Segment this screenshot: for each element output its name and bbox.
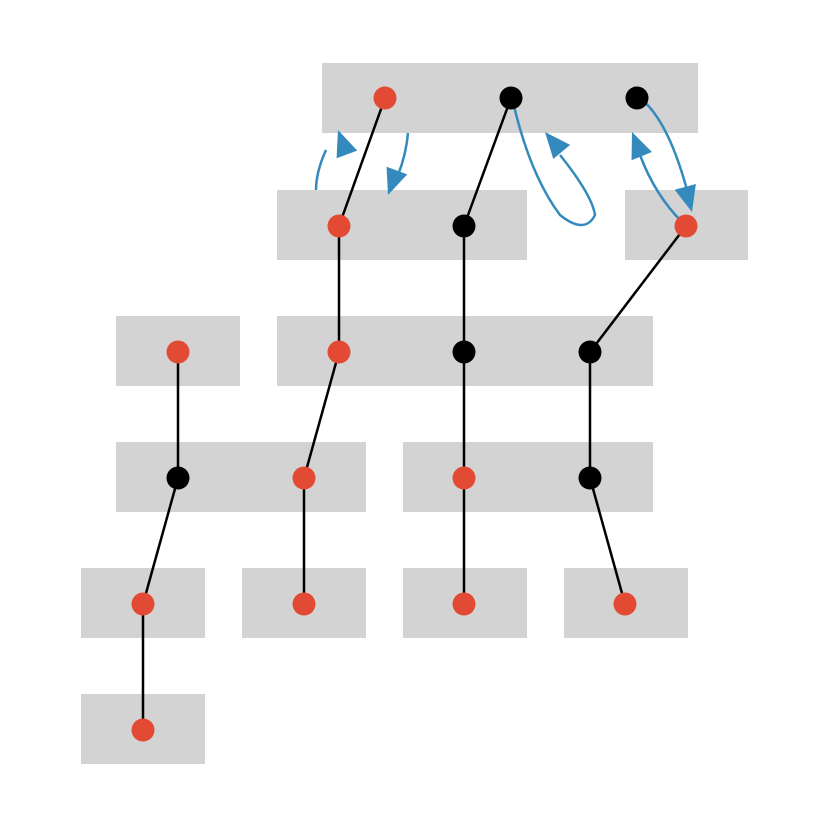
node-d3 bbox=[578, 466, 602, 490]
node-e2 bbox=[452, 592, 476, 616]
arrow-layer bbox=[314, 97, 696, 227]
node-d2 bbox=[452, 466, 476, 490]
node-a1 bbox=[499, 86, 523, 110]
node-e0 bbox=[131, 592, 155, 616]
node-a0 bbox=[373, 86, 397, 110]
node-c3 bbox=[578, 340, 602, 364]
node-c0 bbox=[166, 340, 190, 364]
group-box bbox=[116, 442, 366, 512]
node-c2 bbox=[452, 340, 476, 364]
edge-d3-e3 bbox=[588, 477, 627, 605]
node-b2 bbox=[674, 214, 698, 238]
box-layer bbox=[81, 63, 748, 764]
edge-d0-e0 bbox=[141, 477, 180, 605]
node-layer bbox=[131, 86, 698, 742]
edge-c1-d1 bbox=[302, 351, 341, 479]
self-loop-arrow-head-icon bbox=[545, 132, 571, 159]
group-box bbox=[277, 190, 527, 260]
node-e3 bbox=[613, 592, 637, 616]
arrow-up-right bbox=[638, 154, 683, 223]
arrow-up-right-head-icon bbox=[631, 132, 652, 161]
arrow-up-left bbox=[314, 149, 328, 191]
node-d1 bbox=[292, 466, 316, 490]
group-box bbox=[403, 442, 653, 512]
node-a2 bbox=[625, 86, 649, 110]
edge-a0-b0 bbox=[337, 97, 387, 227]
self-loop-arrow bbox=[511, 101, 597, 227]
arrow-down-right-head-icon bbox=[674, 184, 696, 212]
edge-a1-b1 bbox=[462, 97, 513, 227]
arrow-down-left bbox=[396, 132, 410, 176]
arrow-down-left-head-icon bbox=[386, 166, 408, 195]
node-b0 bbox=[327, 214, 351, 238]
node-c1 bbox=[327, 340, 351, 364]
node-b1 bbox=[452, 214, 476, 238]
node-f0 bbox=[131, 718, 155, 742]
arrow-up-left-head-icon bbox=[336, 130, 358, 159]
node-e1 bbox=[292, 592, 316, 616]
node-d0 bbox=[166, 466, 190, 490]
edge-b2-c3 bbox=[589, 225, 687, 353]
edge-layer bbox=[141, 97, 687, 730]
